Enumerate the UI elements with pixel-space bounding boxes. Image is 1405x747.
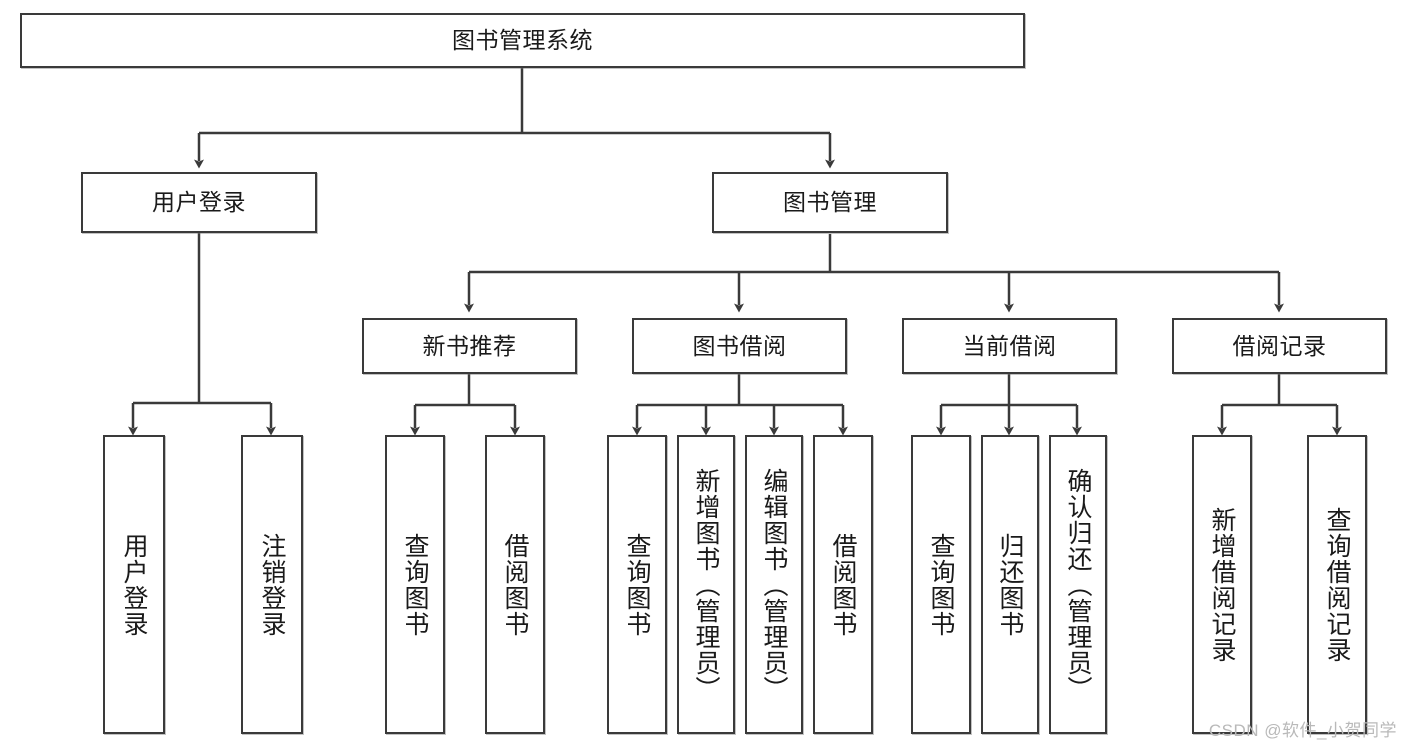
leaf-borrow-book[interactable]: 借阅图书 <box>813 435 873 734</box>
leaf-add-book-admin[interactable]: 新增图书（管理员） <box>677 435 735 734</box>
leaf-query-book-recommend[interactable]: 查询图书 <box>385 435 445 734</box>
node-label: 用户登录 <box>120 532 148 637</box>
leaf-borrow-book-recommend[interactable]: 借阅图书 <box>485 435 545 734</box>
node-root-system[interactable]: 图书管理系统 <box>20 13 1025 68</box>
node-label: 借阅图书 <box>829 532 857 637</box>
node-label: 图书管理 <box>783 189 877 216</box>
node-label: 借阅记录 <box>1232 332 1327 359</box>
node-label: 图书管理系统 <box>452 27 593 54</box>
node-label: 查询借阅记录 <box>1323 506 1351 663</box>
node-label: 查询图书 <box>927 532 955 637</box>
node-label: 注销登录 <box>258 532 286 637</box>
node-new-book-recommend[interactable]: 新书推荐 <box>362 318 577 374</box>
node-label: 归还图书 <box>996 532 1024 637</box>
node-label: 查询图书 <box>623 532 651 637</box>
node-label: 确认归还（管理员） <box>1064 467 1092 702</box>
node-label: 当前借阅 <box>962 332 1057 359</box>
leaf-query-borrow-record[interactable]: 查询借阅记录 <box>1307 435 1367 734</box>
node-book-management[interactable]: 图书管理 <box>712 172 948 233</box>
node-user-login[interactable]: 用户登录 <box>81 172 317 233</box>
csdn-watermark: CSDN @软件_小贺同学 <box>1208 721 1397 740</box>
node-label: 用户登录 <box>152 189 246 216</box>
leaf-edit-book-admin[interactable]: 编辑图书（管理员） <box>745 435 803 734</box>
node-book-borrow[interactable]: 图书借阅 <box>632 318 847 374</box>
node-label: 编辑图书（管理员） <box>760 467 788 702</box>
node-current-borrow[interactable]: 当前借阅 <box>902 318 1117 374</box>
leaf-add-borrow-record[interactable]: 新增借阅记录 <box>1192 435 1252 734</box>
node-label: 新书推荐 <box>422 332 517 359</box>
node-label: 新增图书（管理员） <box>692 467 720 702</box>
leaf-user-login[interactable]: 用户登录 <box>103 435 165 734</box>
leaf-confirm-return-admin[interactable]: 确认归还（管理员） <box>1049 435 1107 734</box>
node-label: 图书借阅 <box>692 332 787 359</box>
leaf-query-book-current[interactable]: 查询图书 <box>911 435 971 734</box>
node-label: 查询图书 <box>401 532 429 637</box>
leaf-query-book-borrow[interactable]: 查询图书 <box>607 435 667 734</box>
node-borrow-record[interactable]: 借阅记录 <box>1172 318 1387 374</box>
leaf-return-book[interactable]: 归还图书 <box>981 435 1039 734</box>
node-label: 新增借阅记录 <box>1208 506 1236 663</box>
leaf-logout-login[interactable]: 注销登录 <box>241 435 303 734</box>
node-label: 借阅图书 <box>501 532 529 637</box>
